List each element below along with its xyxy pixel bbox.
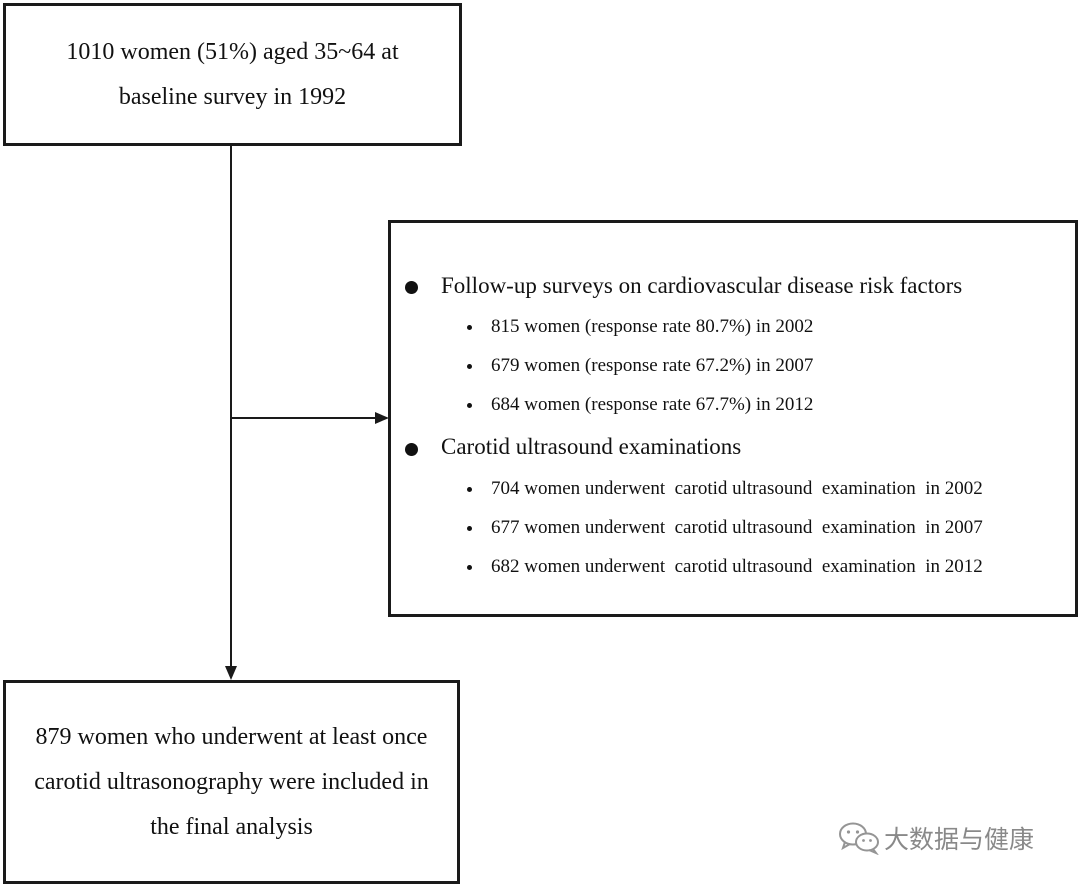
baseline-line-2: baseline survey in 1992 — [118, 83, 347, 110]
sub-bullet-icon — [467, 487, 472, 492]
list-item-text: 815 women (response rate 80.7%) in 2002 — [491, 316, 814, 337]
sub-bullet-icon — [467, 325, 472, 330]
final-analysis-box: 879 women who underwent at least once ca… — [3, 680, 460, 884]
watermark: 大数据与健康 — [838, 820, 1034, 856]
sub-bullet-icon — [467, 565, 472, 570]
branch-arrow-head — [375, 412, 389, 424]
final-line-1: 879 women who underwent at least once — [35, 723, 428, 750]
main-arrow-shaft — [230, 146, 232, 668]
baseline-box: 1010 women (51%) aged 35~64 at baseline … — [3, 3, 462, 146]
baseline-line-1: 1010 women (51%) aged 35~64 at — [66, 38, 399, 65]
list-item-text: 679 women (response rate 67.2%) in 2007 — [491, 355, 814, 376]
list-item-text: 682 women underwent carotid ultrasound e… — [491, 556, 983, 577]
sub-bullet-icon — [467, 526, 472, 531]
branch-arrow-shaft — [231, 417, 378, 419]
section-heading: Follow-up surveys on cardiovascular dise… — [441, 273, 963, 298]
main-arrow-head — [225, 666, 237, 680]
sub-bullet-icon — [467, 364, 472, 369]
follow-up-box: Follow-up surveys on cardiovascular dise… — [388, 220, 1078, 617]
list-item-text: 684 women (response rate 67.7%) in 2012 — [491, 394, 814, 415]
final-line-2: carotid ultrasonography were included in — [34, 768, 429, 795]
section-bullet-icon — [405, 443, 418, 456]
section-heading: Carotid ultrasound examinations — [441, 434, 742, 459]
list-item-text: 704 women underwent carotid ultrasound e… — [491, 478, 983, 499]
sub-bullet-icon — [467, 403, 472, 408]
section-bullet-icon — [405, 281, 418, 294]
wechat-icon — [839, 822, 879, 855]
final-line-3: the final analysis — [150, 813, 313, 840]
watermark-text: 大数据与健康 — [884, 825, 1035, 854]
list-item-text: 677 women underwent carotid ultrasound e… — [491, 517, 983, 538]
